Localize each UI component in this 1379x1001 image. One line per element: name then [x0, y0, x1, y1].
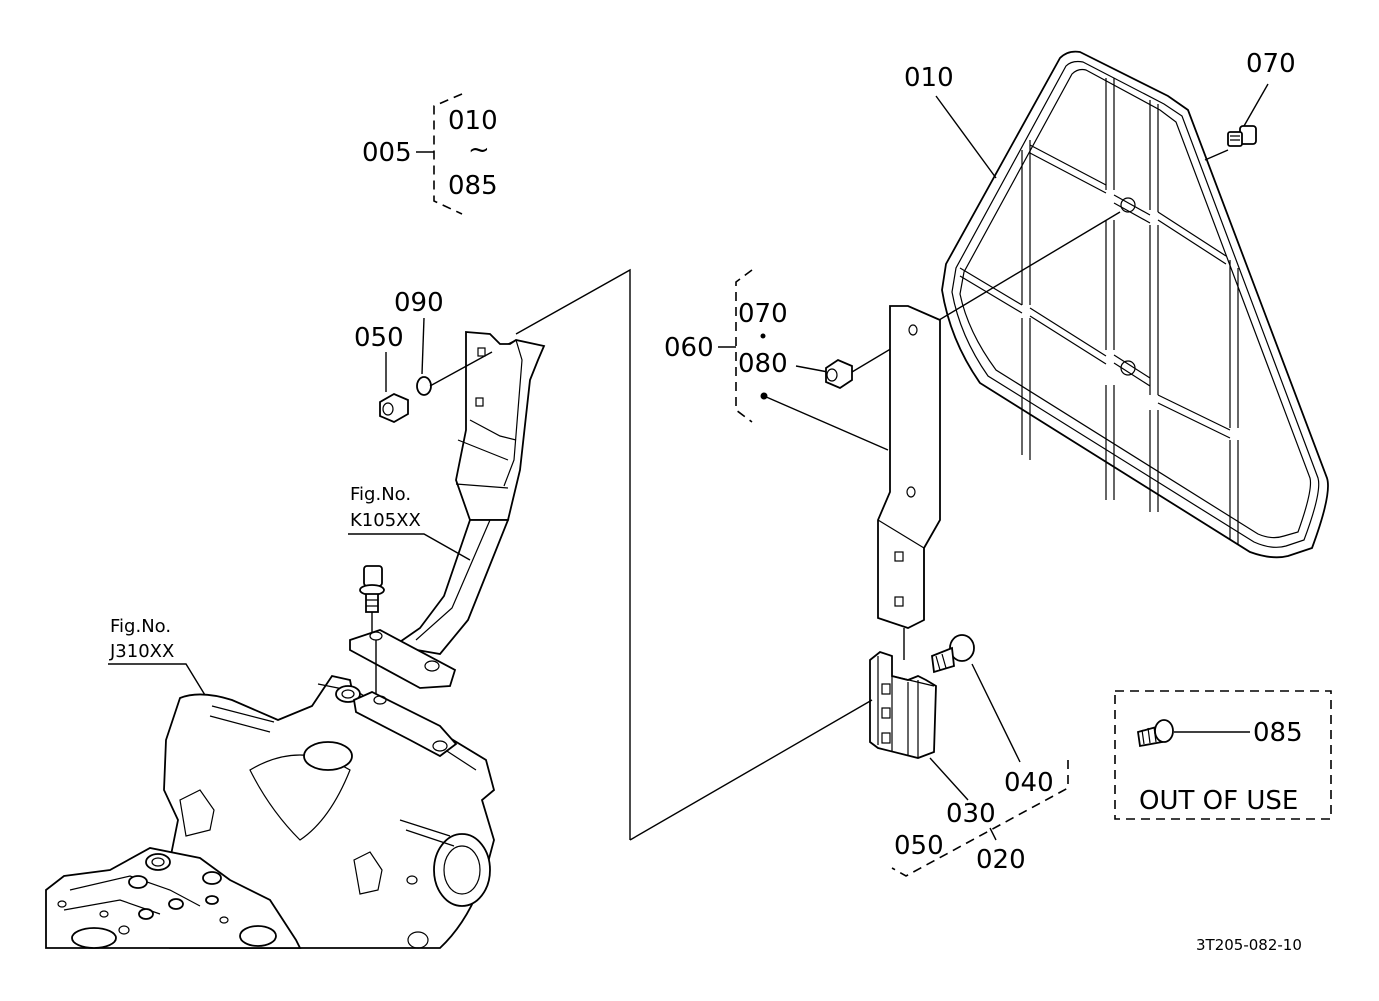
nut-050: 050 [354, 323, 409, 424]
out-of-use-label: OUT OF USE [1139, 786, 1298, 816]
washer-090: 090 [394, 288, 444, 396]
nut-080 [825, 358, 853, 390]
out-of-use-box: 085 OUT OF USE [1114, 690, 1332, 820]
fig-k105-title: Fig.No. [350, 484, 411, 505]
label-060-070: 070 [738, 299, 788, 329]
mesh-guard-010: 010 [904, 50, 1329, 559]
label-070-top: 070 [1246, 49, 1296, 79]
assembly-005-callout: 005 010 ~ 085 [362, 93, 498, 215]
label-060: 060 [664, 333, 714, 363]
fig-j310-title: Fig.No. [110, 616, 171, 637]
base-plate [349, 629, 457, 700]
stay-bracket-left [391, 268, 631, 840]
bracket-030: 030 [629, 650, 996, 841]
bolt-070: 070 [1204, 49, 1296, 161]
mounting-bolt [359, 565, 385, 636]
range-tilde: ~ [468, 135, 490, 165]
label-040: 040 [1004, 768, 1054, 798]
hydraulic-block [45, 847, 302, 949]
label-050: 050 [354, 323, 404, 353]
stay-060-callout: 060 070 080 [664, 269, 889, 451]
label-085: 085 [1253, 718, 1303, 748]
label-060-080: 080 [738, 349, 788, 379]
label-020: 020 [976, 845, 1026, 875]
label-010: 010 [904, 63, 954, 93]
fig-k105-code: K105XX [350, 510, 421, 531]
drawing-ref-number: 3T205-082-10 [1196, 936, 1302, 954]
fig-j310-code: J310XX [109, 641, 174, 662]
label-005: 005 [362, 138, 412, 168]
label-085-range-end: 085 [448, 171, 498, 201]
fig-ref-k105: Fig.No. K105XX [348, 484, 471, 561]
set-020-callout: 050 020 [891, 760, 1069, 877]
bolt-040: 040 [931, 634, 1054, 798]
label-050-set: 050 [894, 831, 944, 861]
stay-plate-060 [877, 305, 941, 660]
axle-housing [149, 674, 496, 949]
label-090: 090 [394, 288, 444, 318]
label-030: 030 [946, 799, 996, 829]
label-010-range-start: 010 [448, 106, 498, 136]
fig-ref-j310: Fig.No. J310XX [108, 616, 209, 701]
